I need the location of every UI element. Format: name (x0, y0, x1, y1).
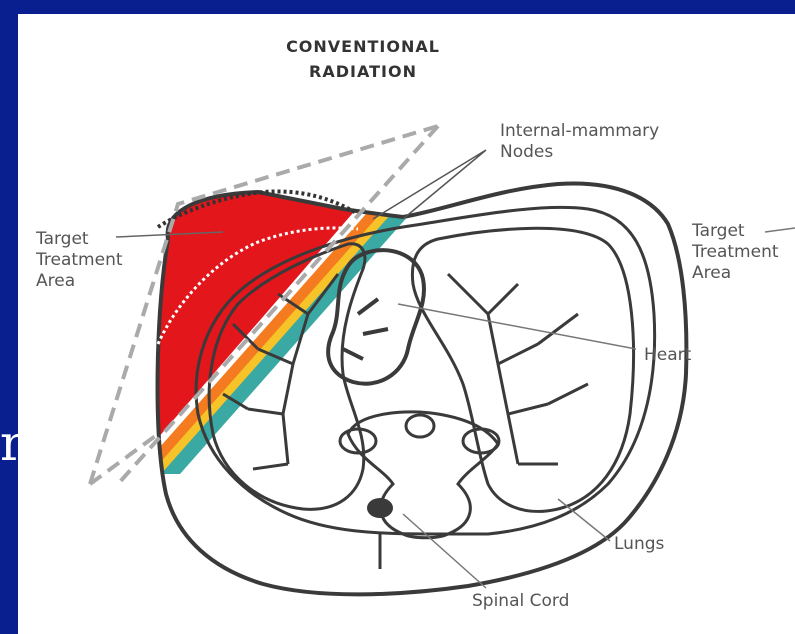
label-target-right-1: Target (691, 221, 745, 241)
label-target-right-3: Area (692, 263, 731, 283)
label-nodes-2: Nodes (500, 142, 553, 162)
label-target-left-2: Treatment (35, 250, 123, 270)
label-spinal-cord: Spinal Cord (472, 591, 569, 611)
diagram-title-line2: RADIATION (309, 62, 417, 81)
label-heart: Heart (644, 345, 692, 365)
label-lungs: Lungs (614, 534, 665, 554)
leader-target-right (765, 228, 795, 232)
leader-lungs (558, 499, 610, 541)
chest-cross-section-diagram: CONVENTIONAL RADIATION (18, 14, 795, 634)
label-target-left-1: Target (35, 229, 89, 249)
leader-nodes (373, 150, 486, 219)
right-lung-branches (448, 274, 588, 464)
label-nodes-1: Internal-mammary (500, 121, 659, 141)
right-lung (412, 228, 633, 511)
label-target-right-2: Treatment (691, 242, 779, 262)
slide-text-fragment: r (0, 418, 24, 468)
spinal-cord-shape (367, 498, 393, 518)
rib-joint-right (463, 429, 499, 453)
vertebral-body (406, 415, 434, 437)
leader-spinal-cord (403, 514, 486, 588)
diagram-title-line1: CONVENTIONAL (286, 37, 440, 56)
diagram-panel: CONVENTIONAL RADIATION (18, 14, 795, 634)
label-target-left-3: Area (36, 271, 75, 291)
